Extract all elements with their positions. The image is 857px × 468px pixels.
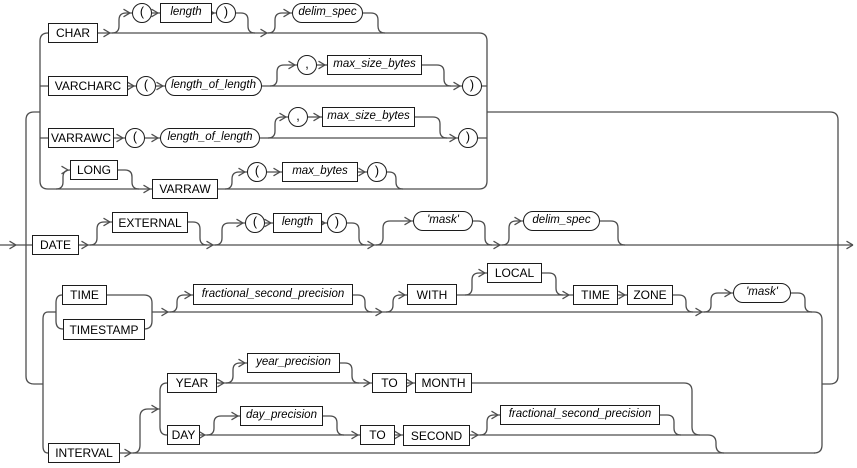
paren-open-date: ( xyxy=(245,213,265,233)
subclause-length-of-length-varrawc: length_of_length xyxy=(160,128,260,148)
subclause-delim-spec-char: delim_spec xyxy=(292,3,363,23)
outer-rails xyxy=(0,32,839,454)
variable-year-precision: year_precision xyxy=(247,353,340,373)
keyword-to-second: TO xyxy=(360,425,395,445)
paren-open-char: ( xyxy=(132,3,152,23)
variable-max-size-bytes-varcharc: max_size_bytes xyxy=(327,55,422,75)
interval-row-lines xyxy=(120,362,815,454)
paren-close-date: ) xyxy=(327,213,347,233)
variable-length-char: length xyxy=(160,3,212,23)
keyword-year: YEAR xyxy=(167,373,217,393)
keyword-zone: ZONE xyxy=(627,285,673,305)
paren-open-varrawc: ( xyxy=(125,128,145,148)
comma-varrawc: , xyxy=(288,107,308,127)
keyword-long: LONG xyxy=(70,160,118,180)
paren-open-varraw: ( xyxy=(247,162,267,182)
subclause-delim-spec-date: delim_spec xyxy=(523,211,600,231)
variable-max-bytes: max_bytes xyxy=(282,162,358,182)
keyword-with: WITH xyxy=(407,284,457,305)
keyword-time: TIME xyxy=(62,285,107,305)
paren-open-varcharc: ( xyxy=(136,76,156,96)
keyword-month: MONTH xyxy=(415,373,472,393)
keyword-to-month: TO xyxy=(372,373,407,393)
keyword-varcharc: VARCHARC xyxy=(48,76,128,96)
keyword-varraw: VARRAW xyxy=(152,179,218,199)
keyword-char: CHAR xyxy=(48,23,98,43)
subclause-mask-time: 'mask' xyxy=(733,283,791,303)
paren-close-varcharc: ) xyxy=(462,76,482,96)
variable-length-date: length xyxy=(273,213,322,233)
date-row-lines xyxy=(79,220,853,246)
varcharc-row-lines xyxy=(128,64,487,87)
variable-day-precision: day_precision xyxy=(240,406,323,426)
variable-max-size-bytes-varrawc: max_size_bytes xyxy=(322,107,415,127)
keyword-timestamp: TIMESTAMP xyxy=(63,319,145,340)
variable-fractional-second-precision-interval: fractional_second_precision xyxy=(500,405,660,425)
keyword-local: LOCAL xyxy=(487,263,542,283)
keyword-external: EXTERNAL xyxy=(112,212,188,233)
subclause-mask-date: 'mask' xyxy=(413,211,473,231)
varraw-row-lines xyxy=(48,169,488,190)
keyword-date: DATE xyxy=(32,235,79,255)
paren-close-char: ) xyxy=(216,3,236,23)
keyword-second: SECOND xyxy=(403,425,470,446)
variable-fractional-second-precision-time: fractional_second_precision xyxy=(193,284,353,305)
keyword-varrawc: VARRAWC xyxy=(48,128,114,148)
paren-close-varraw: ) xyxy=(367,162,387,182)
time-row-lines xyxy=(48,272,823,454)
keyword-day: DAY xyxy=(167,425,200,445)
subclause-length-of-length-varcharc: length_of_length xyxy=(165,76,262,96)
keyword-interval: INTERVAL xyxy=(48,443,120,463)
comma-varcharc: , xyxy=(297,55,317,75)
paren-close-varrawc: ) xyxy=(458,128,478,148)
keyword-time-zone-time: TIME xyxy=(573,285,618,305)
